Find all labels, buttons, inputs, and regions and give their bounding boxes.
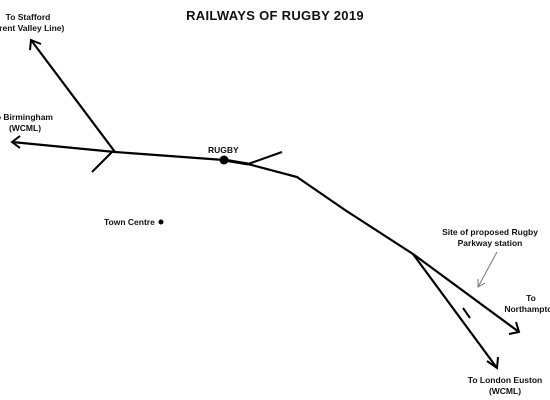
line-birmingham <box>11 140 116 154</box>
town-centre-dot <box>158 219 164 225</box>
label-london: To London Euston (WCML) <box>460 375 550 397</box>
arrow-london-icon <box>486 356 499 370</box>
junction-tick-east <box>247 151 283 165</box>
line-northampton <box>412 253 520 333</box>
label-birmingham-line2-wrap: (WCML) <box>0 123 50 134</box>
rugby-station-dot <box>219 155 229 165</box>
line-stafford <box>30 39 116 153</box>
parkway-pointer <box>477 251 498 288</box>
label-stafford-line1: To Stafford <box>5 12 51 22</box>
line-main-east <box>247 162 414 255</box>
label-parkway-line1: Site of proposed Rugby <box>442 227 538 237</box>
label-birmingham-line1: To Birmingham <box>0 112 53 122</box>
junction-tick-west <box>91 150 114 173</box>
arrow-northampton-icon <box>508 321 521 335</box>
label-birmingham: To Birmingham <box>0 112 53 123</box>
arrow-birmingham-icon <box>10 135 21 149</box>
junction-tick-south <box>462 307 471 319</box>
arrow-stafford-icon <box>29 38 42 51</box>
label-rugby: RUGBY <box>208 145 239 155</box>
label-stafford-line2: (Trent Valley Line) <box>0 23 65 33</box>
line-main-west <box>114 150 225 162</box>
label-town-centre: Town Centre <box>104 217 155 227</box>
label-northampton: To Northampton <box>500 293 550 315</box>
label-birmingham-line2: (WCML) <box>8 123 42 133</box>
map-title: RAILWAYS OF RUGBY 2019 <box>186 8 364 23</box>
line-london <box>412 253 498 369</box>
label-london-line2: (WCML) <box>488 386 522 396</box>
label-parkway-line2: Parkway station <box>457 238 523 248</box>
label-northampton-line1: To <box>526 293 536 303</box>
label-northampton-line2: Northampton <box>504 304 550 314</box>
label-parkway: Site of proposed Rugby Parkway station <box>435 227 545 249</box>
label-london-line1: To London Euston <box>467 375 543 385</box>
parkway-pointer-arrow-icon <box>477 279 486 288</box>
label-stafford: To Stafford (Trent Valley Line) <box>0 12 68 34</box>
